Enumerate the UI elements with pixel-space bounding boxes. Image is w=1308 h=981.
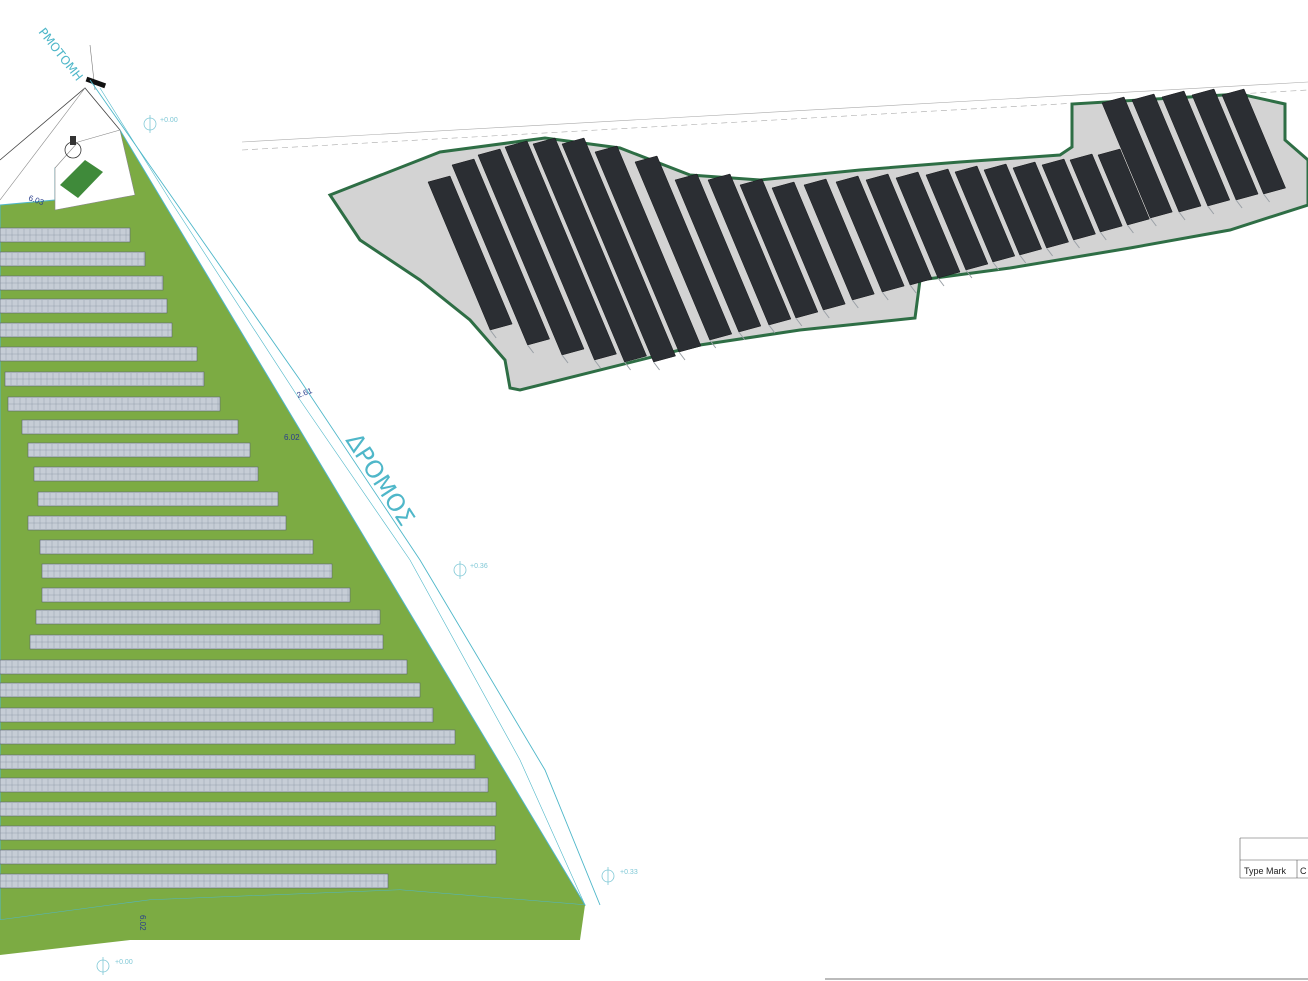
panel-table-3d: [594, 145, 702, 353]
panel-table-leg: [678, 351, 686, 361]
panel-table-3d: [803, 178, 875, 301]
panel-table-leg: [1046, 247, 1053, 257]
benchmark-symbol: +0.33: [601, 867, 638, 885]
panel-table-3d: [1131, 93, 1202, 213]
panel-table-leg: [594, 359, 601, 369]
panel-table-leg: [1178, 211, 1186, 221]
panel-tables-3d: [427, 88, 1286, 371]
panel-table-3d: [895, 171, 961, 279]
panel-table-3d: [1097, 148, 1150, 226]
panel-table-leg: [881, 291, 889, 301]
panel-table-leg: [1149, 217, 1157, 227]
panel-table-3d: [451, 158, 550, 346]
grass-strip-bottom: [0, 890, 585, 955]
panel-table-leg: [624, 361, 631, 371]
boundary-line: [0, 87, 86, 201]
panel-table-leg: [1263, 193, 1270, 203]
dimension-label: 6.02: [284, 433, 300, 442]
panel-table-3d: [561, 137, 676, 363]
panel-table-leg: [1235, 199, 1243, 209]
panel-table-3d: [504, 140, 617, 361]
panel-table-leg: [937, 277, 945, 287]
building: [60, 160, 103, 198]
plan-view: ΔΡΟΜΟΣ ΡΜΟΤΟΜΗ 2.61 6.02 6.03 6.02 +0.00…: [0, 25, 638, 975]
svg-text:+0.00: +0.00: [115, 959, 133, 966]
panel-table-3d: [1161, 90, 1231, 207]
panel-table-3d: [925, 168, 989, 271]
svg-text:+0.00: +0.00: [160, 117, 178, 124]
small-structure: [70, 136, 76, 145]
benchmark-symbol: +0.00: [143, 115, 178, 133]
panel-table-3d: [532, 137, 647, 363]
panel-rows: [0, 227, 497, 889]
benchmark-symbol: +0.36: [453, 561, 488, 579]
panel-table-leg: [992, 261, 1000, 271]
panel-table-3d: [1012, 161, 1069, 249]
panel-table-leg: [795, 317, 803, 327]
stream-marker: [85, 76, 107, 89]
road-label: ΔΡΟΜΟΣ: [340, 428, 420, 531]
panel-table-3d: [634, 155, 733, 341]
panel-table-3d: [1041, 158, 1096, 241]
panel-table-leg: [738, 331, 746, 341]
panel-table-3d: [674, 173, 762, 333]
panel-table-leg: [561, 354, 569, 364]
property-line: [241, 81, 1308, 143]
panel-table-3d: [1101, 96, 1173, 219]
panel-table-leg: [1019, 254, 1027, 264]
panel-table-leg: [822, 309, 830, 319]
dimension-label: 6.02: [138, 915, 147, 931]
panel-table-leg: [1073, 239, 1080, 249]
panel-table-3d: [771, 181, 846, 311]
panel-table-leg: [527, 344, 534, 354]
stream-label: ΡΜΟΤΟΜΗ: [36, 25, 86, 83]
property-line: [241, 89, 1308, 151]
panel-table-leg: [1099, 231, 1107, 241]
panel-table-leg: [653, 361, 660, 371]
panel-table-3d: [1069, 153, 1123, 233]
panel-table-3d: [1191, 88, 1259, 201]
panel-table-leg: [709, 339, 717, 349]
legend-type-mark: Type Mark: [1244, 866, 1287, 876]
svg-text:+0.36: +0.36: [470, 563, 488, 570]
legend-table: Type Mark C: [1239, 837, 1308, 879]
panel-table-leg: [1127, 224, 1134, 234]
panel-table-3d: [477, 148, 585, 356]
panel-table-3d: [954, 165, 1016, 263]
benchmark-symbol: +0.00: [96, 957, 133, 975]
panel-table-3d: [835, 175, 905, 293]
panel-table-3d: [707, 173, 792, 326]
panel-table-leg: [909, 284, 917, 294]
panel-table-3d: [427, 175, 513, 331]
panel-table-3d: [1221, 88, 1286, 195]
svg-text:+0.33: +0.33: [620, 869, 638, 876]
legend-next-col: C: [1300, 866, 1307, 876]
road-curb-inner: [99, 87, 586, 906]
panel-table-3d: [865, 173, 933, 286]
panel-table-3d: [983, 163, 1043, 256]
panel-table-leg: [489, 329, 497, 339]
dimension-label: 2.61: [296, 386, 314, 400]
panel-table-leg: [1207, 205, 1215, 215]
panel-table-leg: [851, 299, 859, 309]
panel-table-3d: [739, 178, 819, 319]
road-curb-outer: [89, 79, 601, 906]
panel-table-leg: [965, 269, 973, 279]
panel-table-leg: [768, 324, 776, 334]
perspective-view: [241, 81, 1308, 392]
